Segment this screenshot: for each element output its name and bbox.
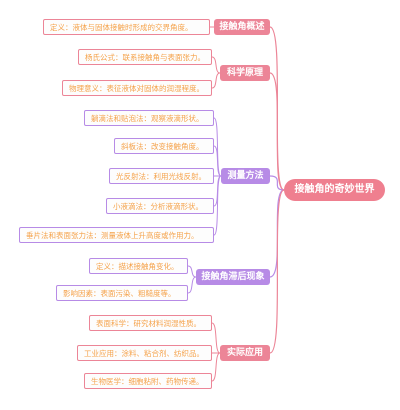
leaf-hysteresis-factors[interactable]: 影响因素：表面污染、粗糙度等。 [56, 285, 188, 301]
leaf-hysteresis-definition[interactable]: 定义：描述接触角变化。 [89, 258, 188, 274]
root-topic[interactable]: 接触角的奇妙世界 [284, 179, 385, 201]
leaf-principles-young[interactable]: 杨氏公式：联系接触角与表面张力。 [78, 49, 212, 65]
leaf-applications-biomedical[interactable]: 生物医学：细胞粘附、药物传递。 [84, 373, 212, 389]
leaf-overview-definition[interactable]: 定义：液体与固体接触时形成的交界角度。 [43, 19, 210, 35]
leaf-principles-physical[interactable]: 物理意义：表征液体对固体的润湿程度。 [62, 80, 212, 96]
leaf-measurement-optical[interactable]: 光反射法：利用光线反射。 [109, 168, 214, 184]
branch-principles[interactable]: 科学原理 [220, 65, 270, 81]
leaf-applications-surface[interactable]: 表面科学：研究材料润湿性质。 [89, 315, 212, 331]
branch-overview[interactable]: 接触角概述 [214, 19, 270, 35]
branch-measurement[interactable]: 测量方法 [221, 168, 270, 184]
leaf-applications-industry[interactable]: 工业应用：涂料、粘合剂、纺织品。 [77, 345, 212, 361]
branch-hysteresis[interactable]: 接触角滞后现象 [196, 269, 270, 285]
leaf-measurement-sessile[interactable]: 躺滴法和贴泡法：观察液滴形状。 [84, 110, 214, 126]
leaf-measurement-tilt[interactable]: 斜板法：改变接触角度。 [114, 138, 214, 154]
leaf-measurement-wilhelmy[interactable]: 垂片法和表面张力法：测量液体上升高度或作用力。 [19, 227, 214, 243]
leaf-measurement-droplet[interactable]: 小液滴法：分析液滴形状。 [106, 198, 214, 214]
branch-applications[interactable]: 实际应用 [220, 345, 270, 361]
